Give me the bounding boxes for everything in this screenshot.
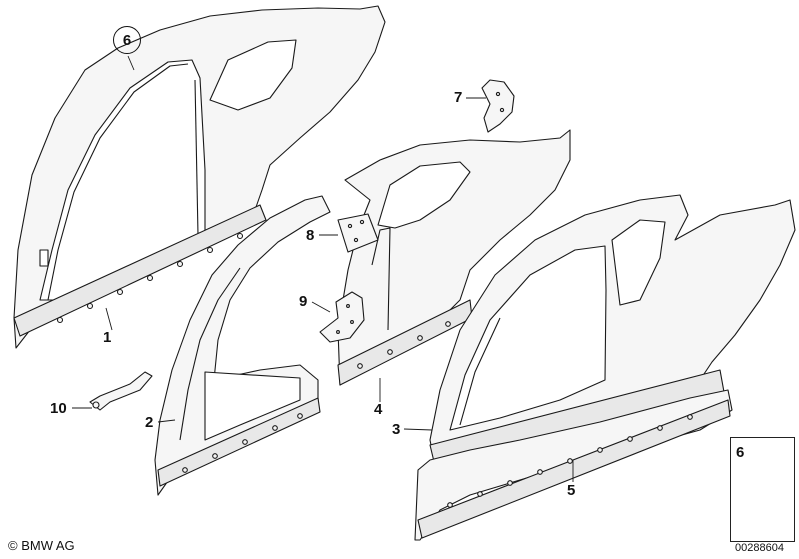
callout-hardware-6: 6 xyxy=(736,444,745,461)
callout-8: 8 xyxy=(306,227,315,244)
hardware-box xyxy=(730,437,795,542)
callout-3: 3 xyxy=(392,421,401,438)
callout-10: 10 xyxy=(50,400,67,417)
part-7-bracket xyxy=(481,79,515,133)
part-10-holder xyxy=(89,371,153,411)
callout-4: 4 xyxy=(374,401,383,418)
callout-5: 5 xyxy=(567,482,576,499)
callout-2: 2 xyxy=(145,414,154,431)
part-5-lower-frame xyxy=(414,389,733,541)
document-number: 00288604 xyxy=(735,542,784,554)
part-8-plate xyxy=(337,213,379,253)
part-4-quarter-inner xyxy=(337,129,571,386)
leader-lines xyxy=(72,55,574,482)
copyright-label: © BMW AG xyxy=(8,538,75,553)
part-1-side-frame xyxy=(13,5,386,349)
callout-7: 7 xyxy=(454,89,463,106)
callout-9: 9 xyxy=(299,293,308,310)
callout-1: 1 xyxy=(103,329,112,346)
part-2-inner-frame xyxy=(154,195,331,496)
part-9-reinforcement xyxy=(319,291,365,343)
callout-6-circled: 6 xyxy=(113,26,141,54)
